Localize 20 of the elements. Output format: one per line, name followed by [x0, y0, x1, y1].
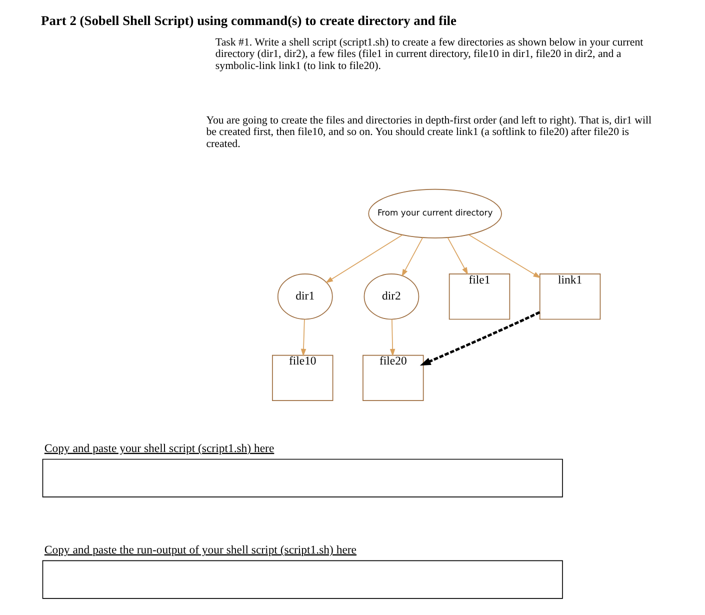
node-label: Copy and paste the run-output of your shell script (script1.sh) here — [44, 543, 357, 556]
arrow — [468, 234, 541, 278]
node-label: Copy and paste your shell script (script1.sh) here — [44, 442, 274, 455]
diagram-title: Part 2 (Sobell Shell Script) using command(s) to create directory and file — [41, 12, 456, 28]
arrow — [300, 319, 306, 356]
node-box — [42, 458, 563, 498]
node-ellipse: From your current directory — [368, 188, 502, 238]
arrow — [402, 237, 424, 277]
arrow — [390, 319, 396, 356]
arrow — [447, 237, 468, 275]
node-box: file10 — [272, 354, 334, 401]
arrow — [420, 311, 540, 366]
label: Task #1. Write a shell script (script1.sh) to create a few directories as shown below in your current directory (dir1, dir2), a few files (file1 in current directory, file10 in dir1, file20 in dir2, and a symbolic-link link1 (to link to file20). — [215, 36, 644, 72]
node-box — [42, 560, 563, 599]
node-ellipse: dir2 — [364, 274, 420, 320]
node-box: link1 — [539, 274, 601, 320]
node-box: file20 — [362, 354, 424, 401]
node-box: file1 — [448, 274, 510, 320]
arrow — [325, 234, 403, 284]
label: You are going to create the files and directories in depth-first order (and left to right). That is, dir1 will be created first, then file10, and so on. You should create link1 (a softlink to file20) after file20 is created. — [206, 114, 652, 150]
